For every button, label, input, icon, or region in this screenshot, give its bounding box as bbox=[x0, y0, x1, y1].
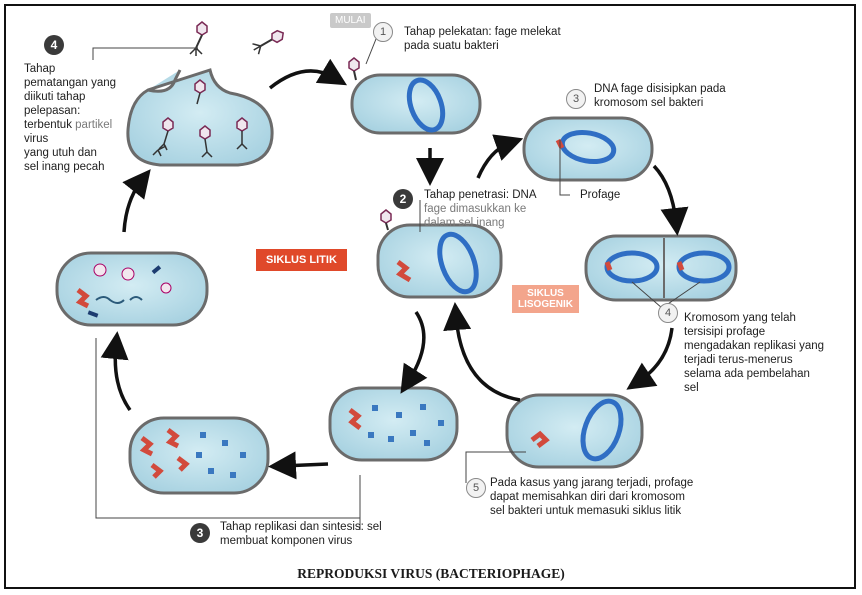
step-3-lysogenic-badge: 3 bbox=[566, 89, 586, 109]
step-5-text: Pada kasus yang jarang terjadi, profage … bbox=[490, 477, 694, 517]
step-4-lytic-text: Tahap pematangan yang diikuti tahap pele… bbox=[24, 63, 117, 173]
diagram-frame bbox=[4, 4, 856, 589]
phage-free-1 bbox=[189, 21, 208, 56]
step-3-lysogenic-text: DNA fage disisipkan pada kromosom sel ba… bbox=[594, 83, 726, 109]
cell-lysing bbox=[126, 68, 274, 167]
step-3-lytic-badge: 3 bbox=[190, 523, 210, 543]
bacterial-chromosome bbox=[559, 129, 617, 165]
cell-penetration bbox=[376, 223, 503, 299]
step-2-badge: 2 bbox=[393, 189, 413, 209]
cycle-arrows bbox=[100, 58, 689, 480]
bacterial-chromosome bbox=[437, 231, 479, 295]
profage-label: Profage bbox=[580, 189, 621, 201]
lytic-cycle-tag: SIKLUS LITIK bbox=[256, 249, 347, 271]
step-3-lytic-text: Tahap replikasi dan sintesis: sel membua… bbox=[220, 521, 382, 547]
phage-penetrating bbox=[380, 209, 392, 231]
cell-dividing bbox=[584, 234, 738, 302]
start-label: MULAI bbox=[330, 13, 371, 28]
cell-attachment bbox=[350, 73, 482, 135]
step-1-text: Tahap pelekatan: fage melekat pada suatu… bbox=[404, 26, 561, 52]
bacterial-chromosome bbox=[580, 398, 624, 462]
cell-assembly bbox=[55, 251, 209, 327]
phages-in-lysing-cell bbox=[152, 79, 248, 158]
cell-replication bbox=[328, 386, 459, 462]
phage-attaching bbox=[348, 57, 360, 81]
phage-free-2 bbox=[252, 29, 285, 55]
step-4-lysogenic-text: Kromosom yang telah tersisipi profage me… bbox=[684, 312, 825, 394]
cell-prophage bbox=[522, 116, 654, 182]
bacterial-chromosome bbox=[406, 77, 446, 133]
cell-synthesis bbox=[128, 416, 270, 495]
phage-dna bbox=[530, 430, 550, 448]
lysogenic-cycle-tag: SIKLUS LISOGENIK bbox=[512, 285, 580, 313]
cell-excision bbox=[505, 393, 644, 469]
step-4-lysogenic-badge: 4 bbox=[658, 303, 678, 323]
figure-caption: REPRODUKSI VIRUS (BACTERIOPHAGE) bbox=[297, 566, 565, 581]
phage-dna bbox=[395, 260, 412, 283]
step-4-lytic-badge: 4 bbox=[44, 35, 64, 55]
step-1-badge: 1 bbox=[373, 22, 393, 42]
step-5-badge: 5 bbox=[466, 478, 486, 498]
